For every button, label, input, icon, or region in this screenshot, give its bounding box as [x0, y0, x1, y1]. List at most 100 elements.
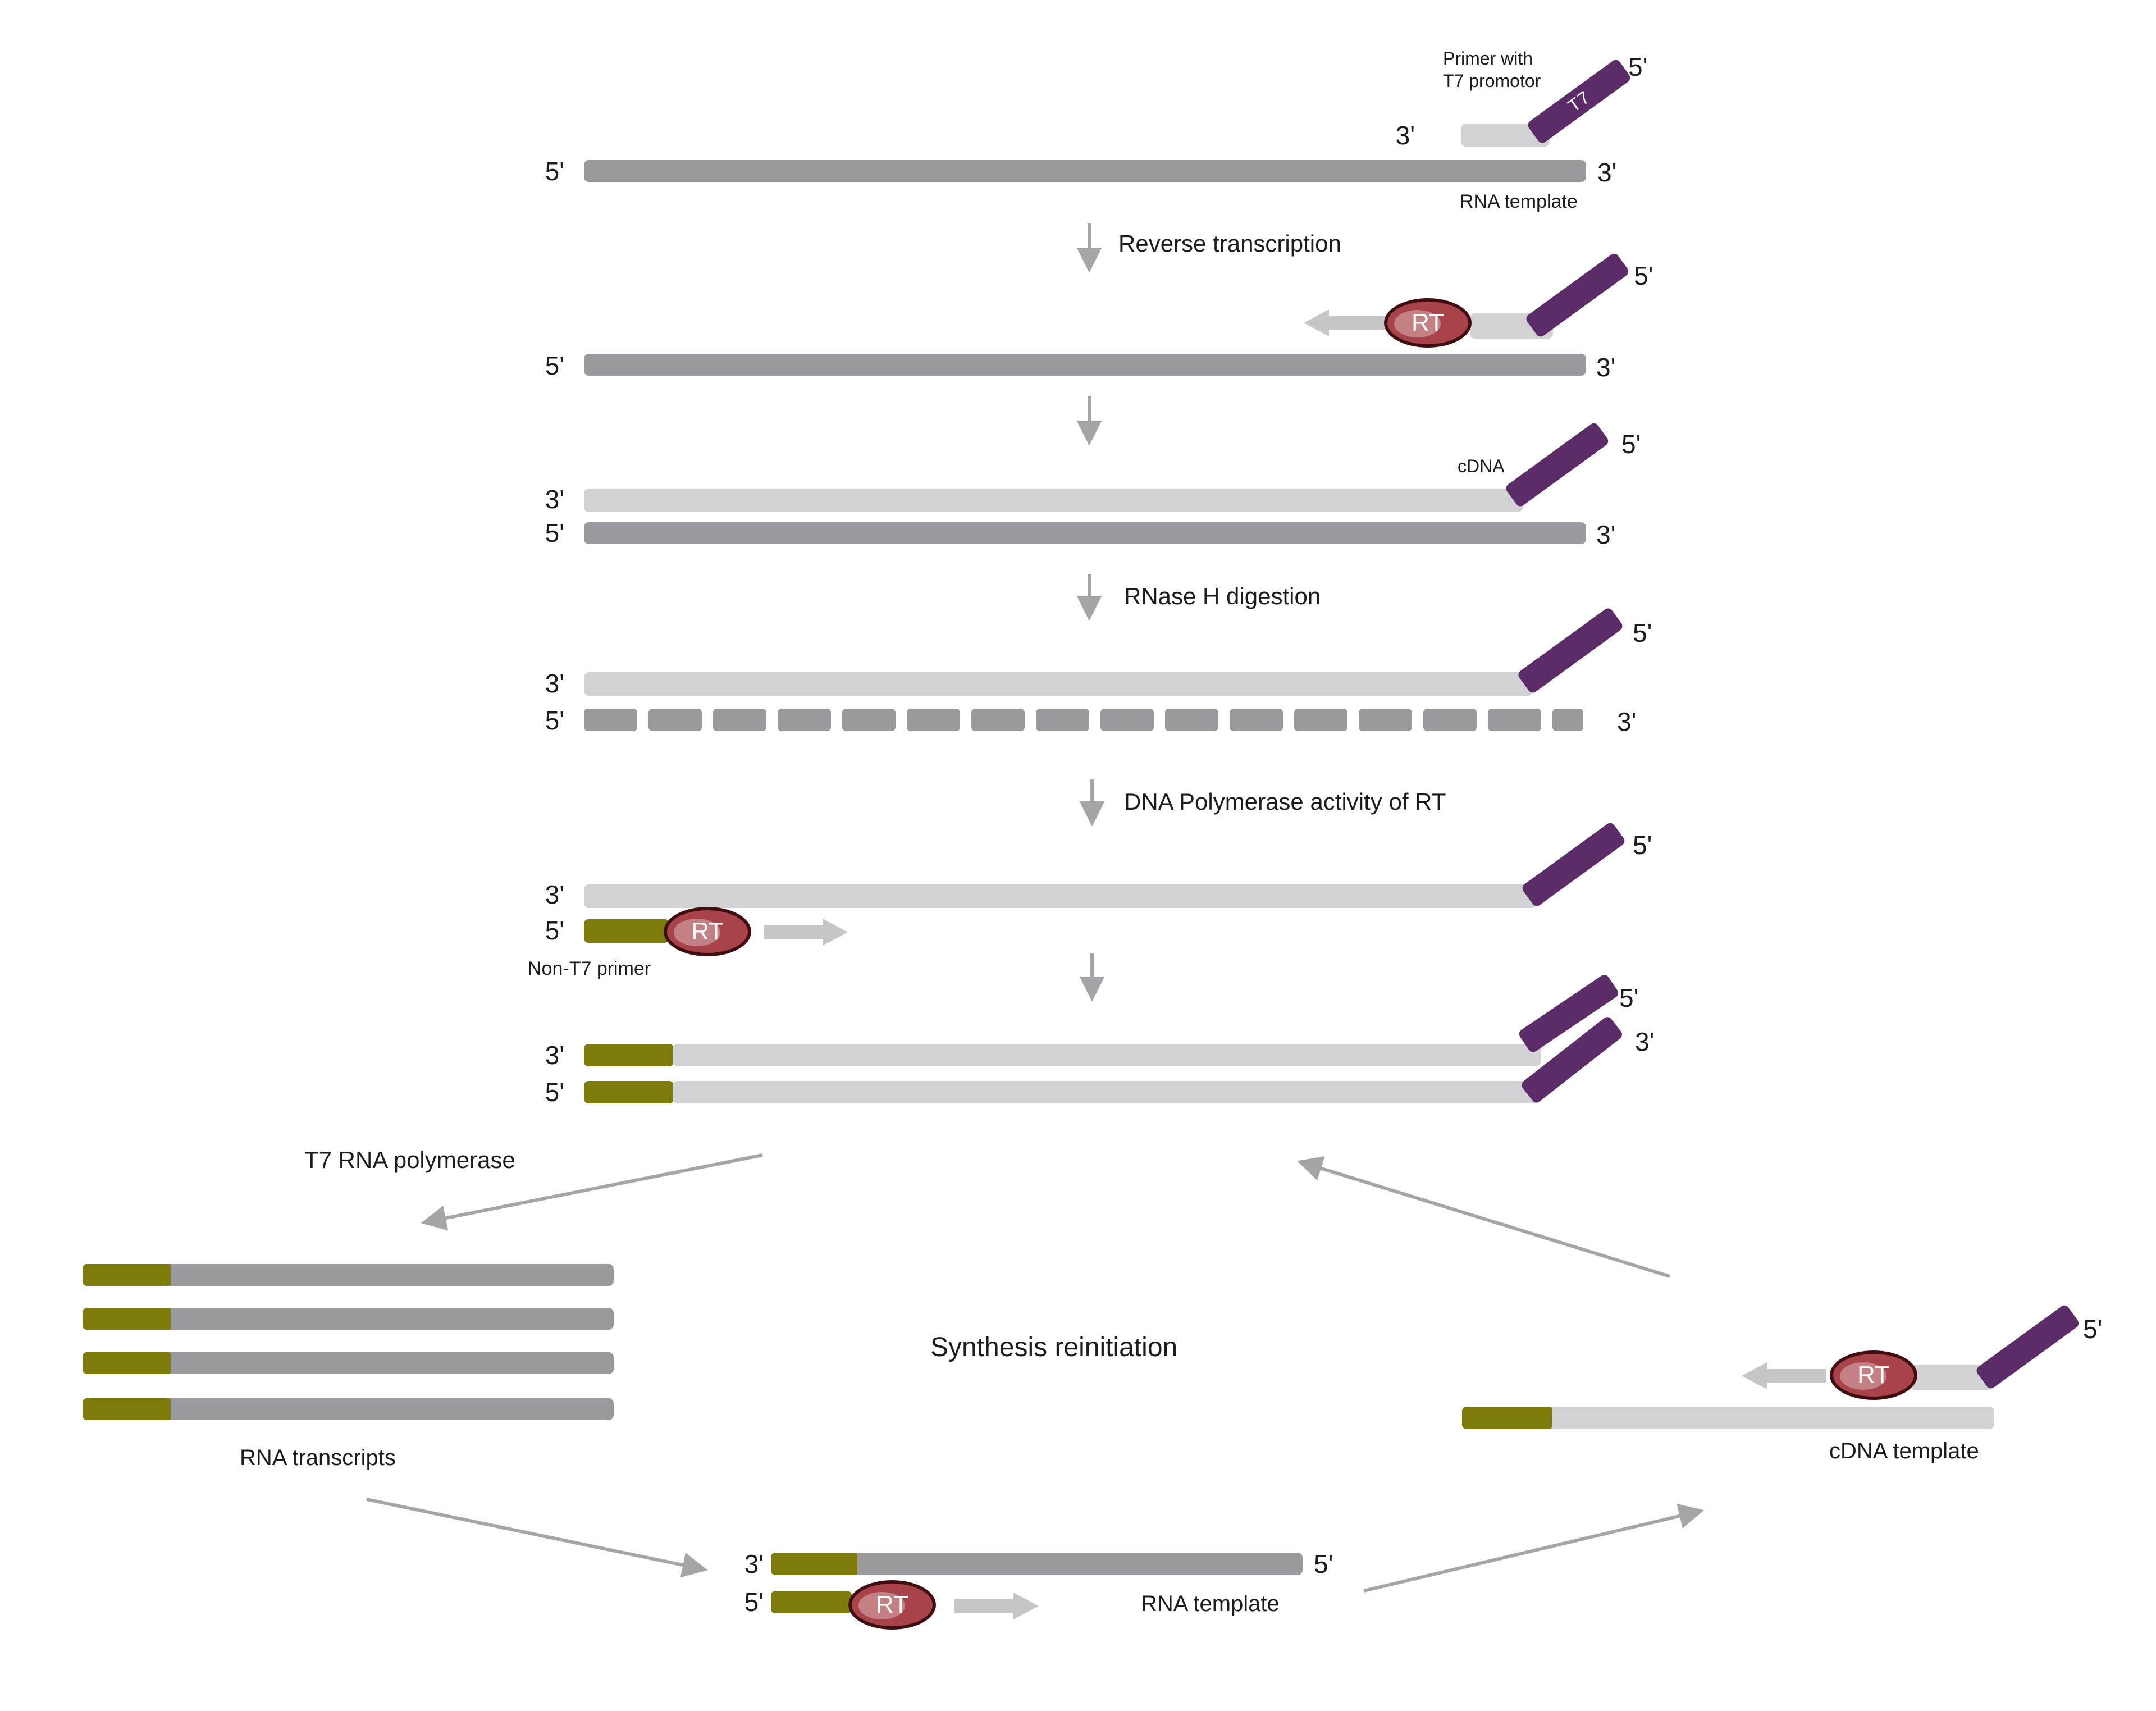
rt-highlight [1394, 310, 1441, 337]
primer-with-t7-promoter-label: Primer with T7 promotor [1443, 47, 1541, 92]
rt-enzyme-bottom: RT [848, 1580, 936, 1630]
arrowhead-icon [1742, 1362, 1767, 1389]
transcript-primer-segment [83, 1308, 171, 1330]
primer-label-line2: T7 promotor [1443, 71, 1541, 91]
rna-fragment [1423, 709, 1477, 731]
rna-fragment [1036, 709, 1089, 731]
transcript-primer-segment [83, 1352, 171, 1374]
arrowhead-icon [1013, 1593, 1039, 1619]
five-prime-label: 5' [744, 1587, 764, 1617]
non-t7-primer-bar-bottom [771, 1591, 852, 1613]
arrow-shaft [1329, 316, 1388, 330]
reverse-transcription-step-label: Reverse transcription [1118, 230, 1341, 257]
transcript-primer-segment [83, 1398, 171, 1420]
rt-highlight [673, 919, 721, 946]
five-prime-label: 5' [1619, 983, 1639, 1012]
rt-enzyme-step5: RT [664, 907, 751, 956]
cdna-template-bar [1462, 1407, 1994, 1429]
rna-template-primer-segment [771, 1553, 857, 1575]
product-bottom-strand-primer-segment [584, 1081, 674, 1103]
extension-direction-arrow-left-icon [1304, 309, 1388, 336]
arrow-shaft [764, 925, 823, 939]
five-prime-label: 5' [1633, 618, 1652, 647]
rna-transcript-bar [83, 1352, 614, 1374]
cdna-template-label: cDNA template [1829, 1439, 1979, 1463]
arrow-cdna-template-to-product [1296, 1156, 1670, 1278]
three-prime-label: 3' [545, 669, 564, 698]
rna-fragment [1294, 709, 1347, 731]
rnase-h-digestion-step-label: RNase H digestion [1124, 583, 1321, 609]
rt-enzyme-text: RT [691, 918, 724, 945]
rna-transcript-bar [83, 1308, 614, 1330]
rna-fragment [1165, 709, 1218, 731]
cdna-strand-bar-step4 [584, 672, 1533, 696]
digested-rna-fragments-row [584, 709, 1583, 731]
five-prime-label: 5' [1628, 52, 1648, 81]
arrow-rna-template-to-cdna-template [1363, 1503, 1705, 1593]
rna-fragment [1359, 709, 1412, 731]
five-prime-label: 5' [545, 706, 564, 735]
t7-rna-polymerase-step-label: T7 RNA polymerase [304, 1147, 515, 1173]
five-prime-label: 5' [545, 351, 564, 380]
rna-fragment [842, 709, 896, 731]
rna-template-bar-step2 [584, 354, 1586, 376]
three-prime-label: 3' [1635, 1027, 1655, 1056]
rna-fragment [1230, 709, 1283, 731]
rt-enzyme-text: RT [876, 1591, 908, 1618]
rt-highlight [1839, 1362, 1887, 1390]
extension-direction-arrow-left-icon [1742, 1362, 1826, 1389]
three-prime-label: 3' [1596, 520, 1616, 549]
five-prime-label: 5' [2083, 1315, 2103, 1344]
synthesis-direction-arrow-right-icon [954, 1593, 1039, 1619]
rna-fragment [778, 709, 831, 731]
rna-fragment [1552, 709, 1583, 731]
rt-enzyme-step2: RT [1384, 298, 1472, 348]
five-prime-label: 5' [545, 916, 564, 945]
five-prime-label: 5' [1621, 430, 1641, 459]
three-prime-label: 3' [545, 485, 564, 514]
three-prime-label: 3' [1395, 121, 1415, 150]
cdna-template-primer-segment [1462, 1407, 1552, 1429]
five-prime-label: 5' [545, 1078, 564, 1107]
rna-fragment [907, 709, 960, 731]
product-top-strand-primer-segment [584, 1044, 674, 1066]
five-prime-label: 5' [1634, 261, 1653, 290]
rna-fragment [648, 709, 702, 731]
rna-transcripts-label: RNA transcripts [240, 1445, 396, 1470]
three-prime-label: 3' [744, 1549, 764, 1578]
product-bottom-strand-bar [673, 1081, 1541, 1103]
dna-polymerase-step-label: DNA Polymerase activity of RT [1124, 788, 1446, 815]
rna-template-bottom-label: RNA template [1141, 1591, 1280, 1616]
rna-fragment [971, 709, 1025, 731]
three-prime-label: 3' [1597, 158, 1617, 187]
rt-enzyme-cdna-template: RT [1830, 1350, 1917, 1400]
three-prime-label: 3' [545, 1041, 564, 1070]
arrow-shaft [1767, 1369, 1826, 1383]
three-prime-label: 3' [545, 880, 564, 909]
synthesis-direction-arrow-right-icon [764, 919, 848, 946]
non-t7-primer-bar [584, 919, 669, 943]
arrow-transcripts-to-rna-template [366, 1498, 708, 1578]
synthesis-reinitiation-label: Synthesis reinitiation [930, 1333, 1178, 1362]
rna-transcript-bar [83, 1264, 614, 1286]
five-prime-label: 5' [1633, 831, 1652, 860]
rna-fragment [1100, 709, 1154, 731]
primer-label-line1: Primer with [1443, 48, 1533, 69]
arrowhead-icon [823, 919, 848, 946]
three-prime-label: 3' [1617, 707, 1637, 736]
cdna-strand-bar-step3 [584, 489, 1523, 512]
five-prime-label: 5' [545, 157, 564, 186]
rna-fragment [584, 709, 637, 731]
rna-fragment [1488, 709, 1541, 731]
non-t7-primer-label: Non-T7 primer [528, 958, 651, 979]
arrow-product-to-transcripts [421, 1153, 763, 1231]
five-prime-label: 5' [1314, 1549, 1333, 1578]
five-prime-label: 5' [545, 518, 564, 547]
rna-transcript-bar [83, 1398, 614, 1420]
rt-enzyme-text: RT [1857, 1361, 1890, 1389]
transcript-primer-segment [83, 1264, 171, 1286]
rt-enzyme-text: RT [1412, 309, 1444, 336]
rna-template-label: RNA template [1460, 191, 1578, 212]
